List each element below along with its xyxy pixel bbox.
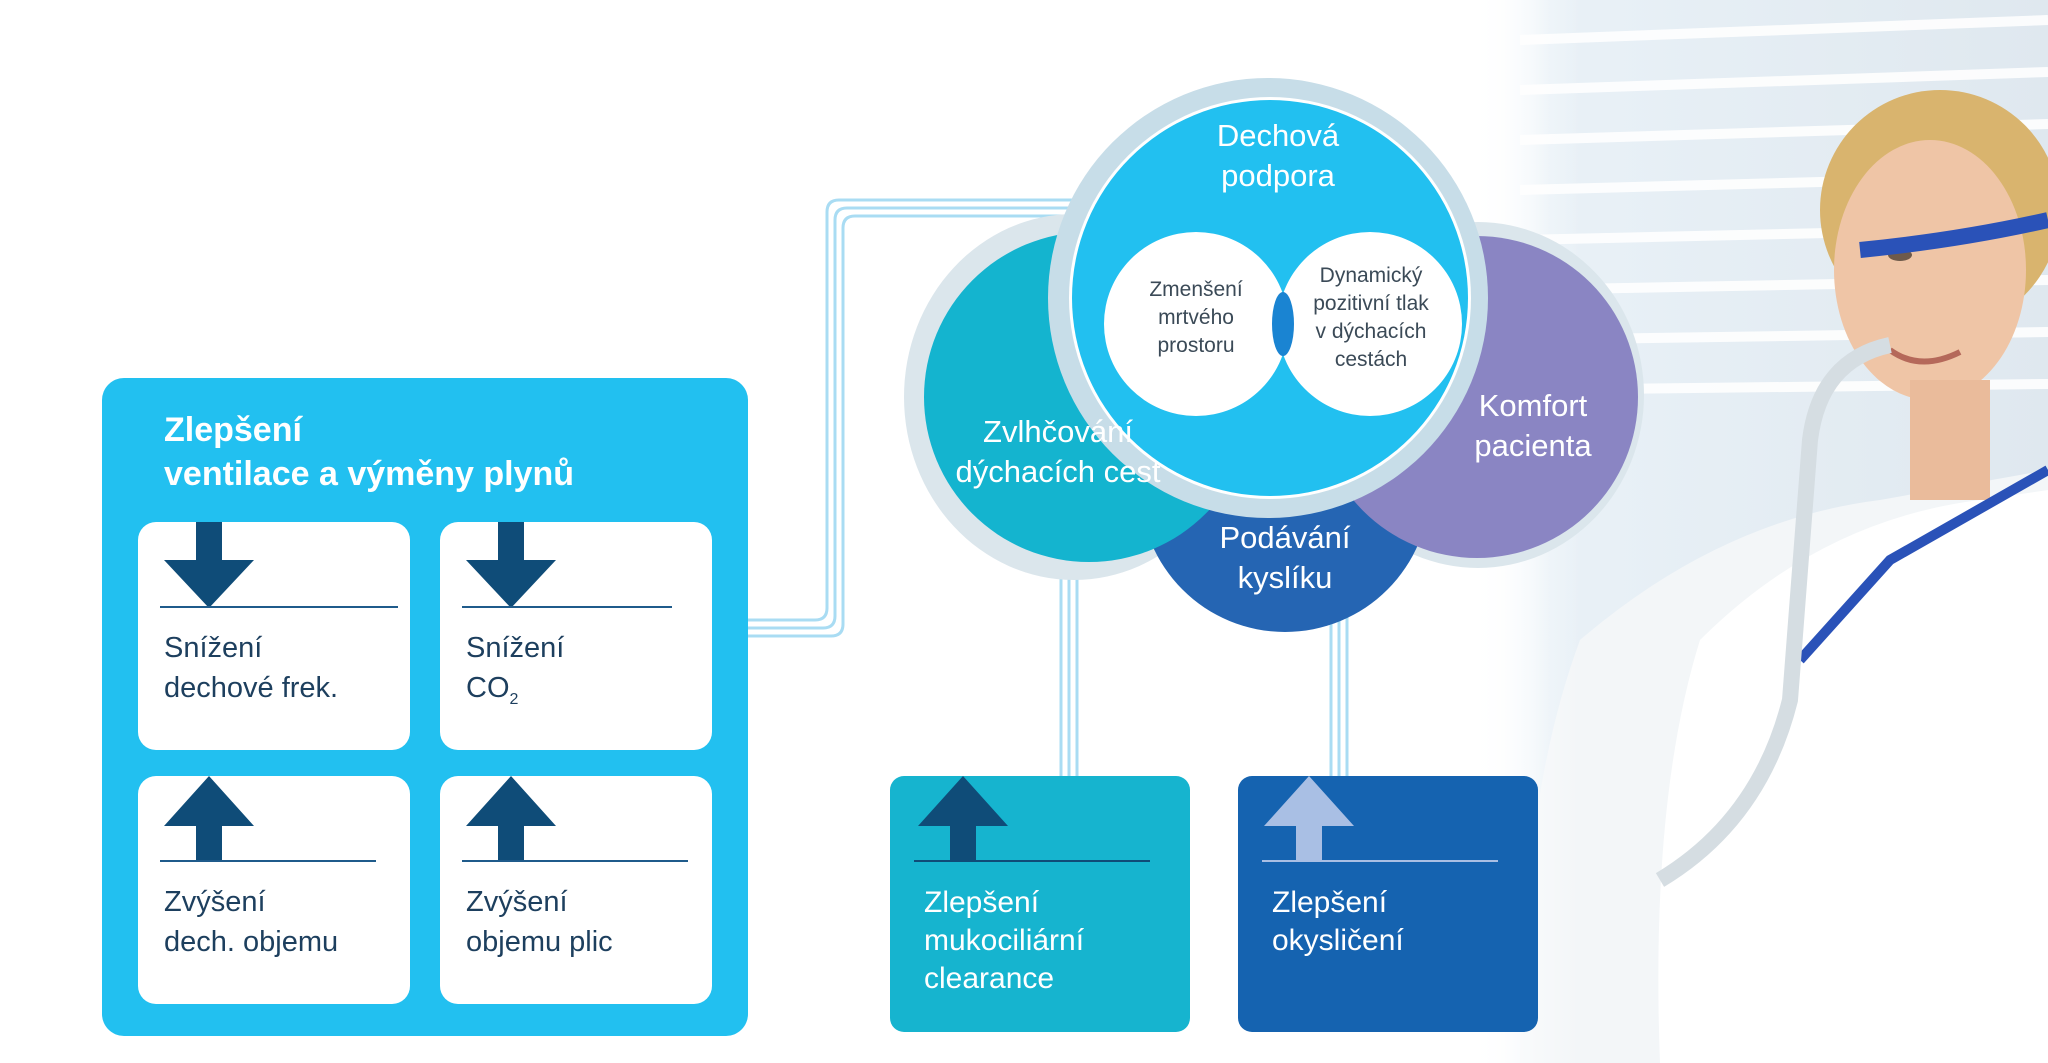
arrow-down-icon [164,522,254,608]
dead-space-circle [1104,232,1288,416]
card-label: Snížení dechové frek. [164,632,339,704]
card-increase-lung-volume: Zvýšení objemu plic [440,776,712,1004]
oxygenation-box: Zlepšení okysličení [1238,776,1538,1032]
mucociliary-label: Zlepšení mukociliární clearance [924,886,1085,995]
arrow-up-icon [918,776,1008,862]
arrow-up-icon [164,776,254,862]
oxygenation-label: Zlepšení okysličení [1272,886,1404,957]
card-reduce-breath-rate: Snížení dechové frek. [138,522,410,750]
panel-title: Zlepšení ventilace a výměny plynů [164,411,575,493]
overlap-lens [1272,292,1294,356]
arrow-up-icon [1264,776,1354,862]
dynamic-pressure-circle [1278,232,1462,416]
card-label: Snížení CO2 [466,632,565,708]
oxygen-label: Podávání kyslíku [1219,520,1351,595]
ventilation-panel: Zlepšení ventilace a výměny plynů Snížen… [102,378,748,1036]
dead-space-label: Zmenšení mrtvého prostoru [1149,278,1243,357]
arrow-down-icon [466,522,556,608]
card-increase-tidal-volume: Zvýšení dech. objemu [138,776,410,1004]
arrow-up-icon [466,776,556,862]
breathing-support-label: Dechová podpora [1216,118,1340,193]
mucociliary-box: Zlepšení mukociliární clearance [890,776,1190,1032]
card-reduce-co2: Snížení CO2 [440,522,712,750]
comfort-label: Komfort pacienta [1474,388,1592,463]
dynamic-pressure-label: Dynamický pozitivní tlak v dýchacích ces… [1313,264,1429,371]
card-label: Zvýšení dech. objemu [164,886,339,958]
humidification-label: Zvlhčování dýchacích cest [955,414,1161,489]
card-label: Zvýšení objemu plic [466,886,613,958]
